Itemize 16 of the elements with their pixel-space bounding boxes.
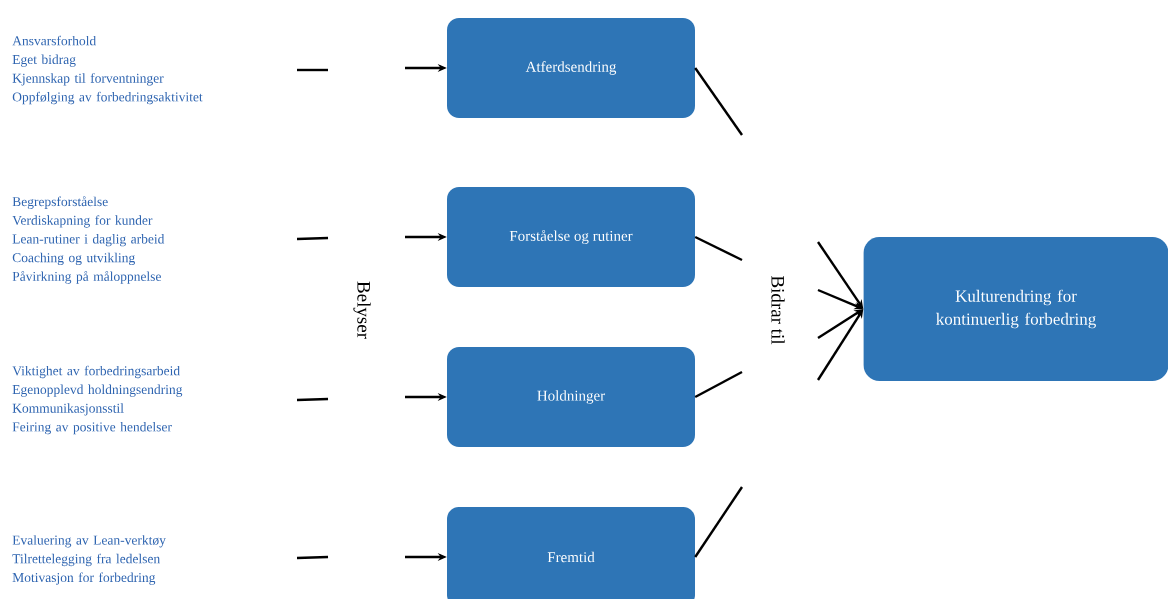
arrow: [817, 309, 864, 381]
text-list: Ansvarsforhold Eget bidrag Kjennskap til forventninger Oppfølging av forbedringsaktivitet: [12, 35, 203, 105]
connector-line: [694, 486, 743, 558]
text-list: Evaluering av Lean-verktøy Tilrettelegging fra ledelsen Motivasjon for forbedring: [12, 535, 166, 585]
process-box: Fremtid: [447, 507, 695, 599]
rotated-label: Bidrar til: [771, 276, 785, 345]
process-box: Atferdsendring: [447, 18, 695, 118]
rotated-label: Belyser: [353, 281, 371, 339]
connector-line: [694, 67, 743, 136]
text-list: Begrepsforståelse Verdiskapning for kunder Lean-rutiner i daglig arbeid Coaching og utvikling Påvirkning på måloppnelse: [12, 196, 165, 284]
connector-line: [694, 370, 743, 399]
connector-line: [694, 235, 743, 262]
text-list: Viktighet av forbedringsarbeid Egenopplevd holdningsendring Kommunikasjonsstil Feiring av positive hendelser: [12, 365, 183, 435]
process-box: Holdninger: [447, 347, 695, 447]
result-box: Kulturendring for kontinuerlig forbedring: [863, 237, 1168, 381]
process-box: Forståelse og rutiner: [447, 187, 695, 287]
